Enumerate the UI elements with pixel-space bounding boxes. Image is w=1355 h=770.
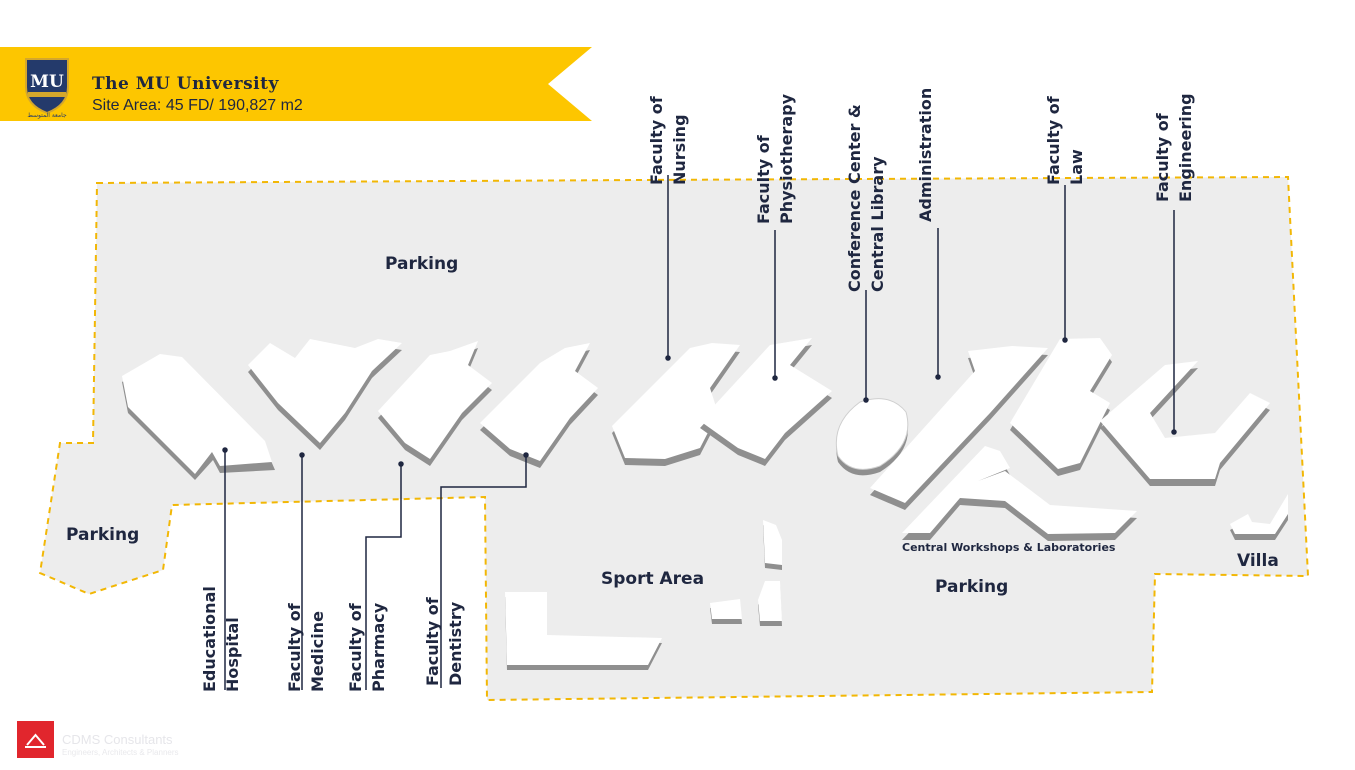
label-parking-west: Parking [66, 525, 140, 545]
building-engineering[interactable] [1100, 361, 1270, 486]
building-medicine[interactable] [248, 339, 402, 450]
building-pharmacy[interactable] [378, 341, 492, 466]
label-villa: Villa [1237, 551, 1279, 571]
label-parking-south: Parking [935, 577, 1009, 597]
label-sport-area: Sport Area [601, 569, 705, 589]
building-hospital[interactable] [122, 354, 275, 480]
company-logo [17, 721, 54, 758]
mu-logo: MU جامعة المتوسط [25, 58, 69, 119]
label-conference-library[interactable]: Conference Center &Central Library [845, 104, 887, 292]
building-conference-library[interactable] [835, 398, 909, 476]
title-banner [0, 47, 592, 121]
site-area: Site Area: 45 FD/ 190,827 m2 [92, 97, 303, 114]
label-administration[interactable]: Administration [916, 87, 935, 222]
building-physiotherapy[interactable] [700, 338, 832, 466]
leader-lines [222, 175, 1177, 690]
building-villa[interactable] [1230, 494, 1288, 540]
label-workshops: Central Workshops & Laboratories [902, 541, 1116, 554]
page-title: The MU University [92, 74, 279, 94]
sport-facilities[interactable] [505, 520, 782, 670]
logo-text: MU [30, 72, 64, 92]
building-law[interactable] [1010, 338, 1112, 476]
building-dentistry[interactable] [480, 343, 598, 468]
building-workshops[interactable] [902, 446, 1137, 541]
building-administration[interactable] [870, 346, 1048, 510]
company-name: CDMS Consultants [62, 732, 173, 747]
triangle-icon [25, 733, 46, 748]
logo-caption: جامعة المتوسط [27, 112, 67, 119]
label-parking-north: Parking [385, 254, 459, 274]
company-tagline: Engineers, Architects & Planners [62, 748, 179, 757]
